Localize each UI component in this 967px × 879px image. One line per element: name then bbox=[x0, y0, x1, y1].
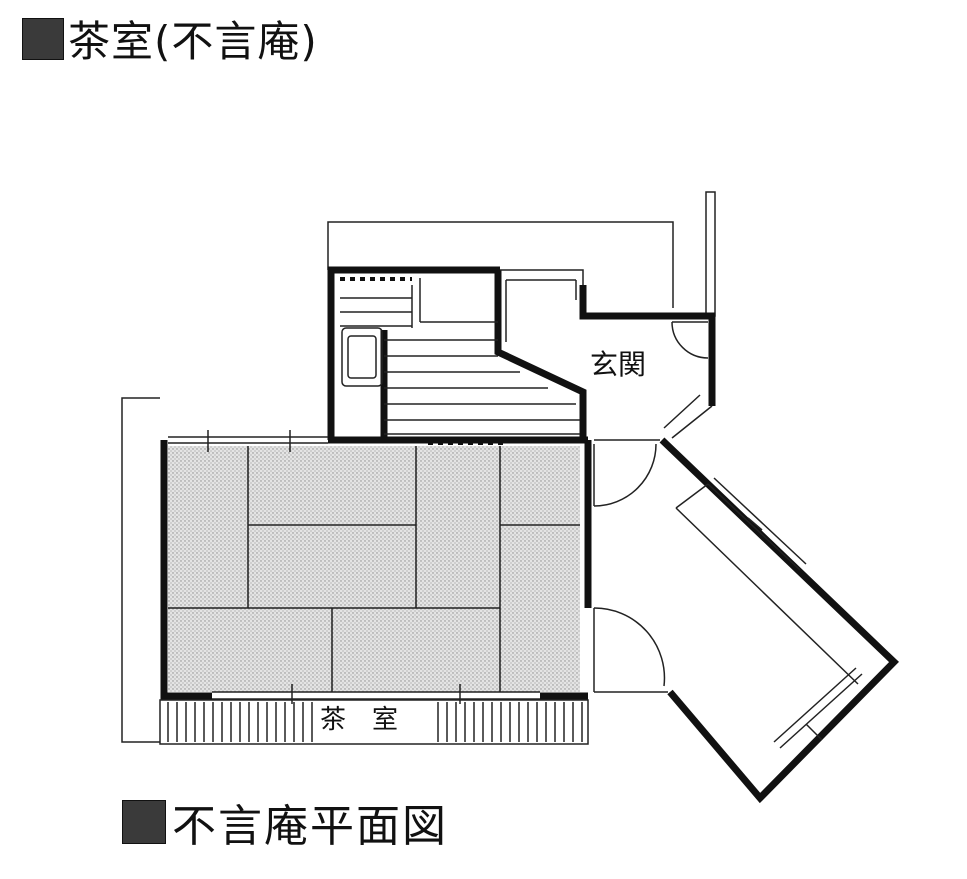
veranda-slats bbox=[159, 699, 589, 745]
square-bullet-icon bbox=[122, 800, 166, 844]
tatami-floor bbox=[168, 446, 580, 692]
tatami-mat-lines bbox=[168, 446, 580, 692]
page-title: 茶室(不言庵) bbox=[22, 8, 318, 69]
page-title-text: 茶室(不言庵) bbox=[68, 17, 318, 66]
dashed-markers bbox=[340, 277, 506, 445]
top-windows bbox=[168, 430, 540, 704]
diagonal-wing-inner bbox=[675, 477, 863, 749]
tea-room-label: 茶 室 bbox=[320, 705, 398, 735]
entrance-door-swing bbox=[671, 321, 709, 359]
stairs bbox=[340, 297, 580, 435]
entrance-thin-lines bbox=[411, 269, 713, 439]
entrance-label: 玄関 bbox=[590, 348, 646, 381]
plan-caption: 不言庵平面図 bbox=[122, 790, 448, 854]
square-bullet-icon bbox=[22, 17, 64, 60]
veranda-slat-lines bbox=[167, 702, 583, 742]
plan-caption-text: 不言庵平面図 bbox=[172, 801, 448, 852]
diagonal-wing-walls bbox=[659, 437, 899, 804]
entrance-block bbox=[327, 266, 716, 440]
basin-icon bbox=[341, 327, 383, 387]
outer-outline bbox=[121, 191, 716, 743]
tea-room-walls bbox=[160, 436, 592, 700]
corridor-doors bbox=[593, 439, 668, 693]
